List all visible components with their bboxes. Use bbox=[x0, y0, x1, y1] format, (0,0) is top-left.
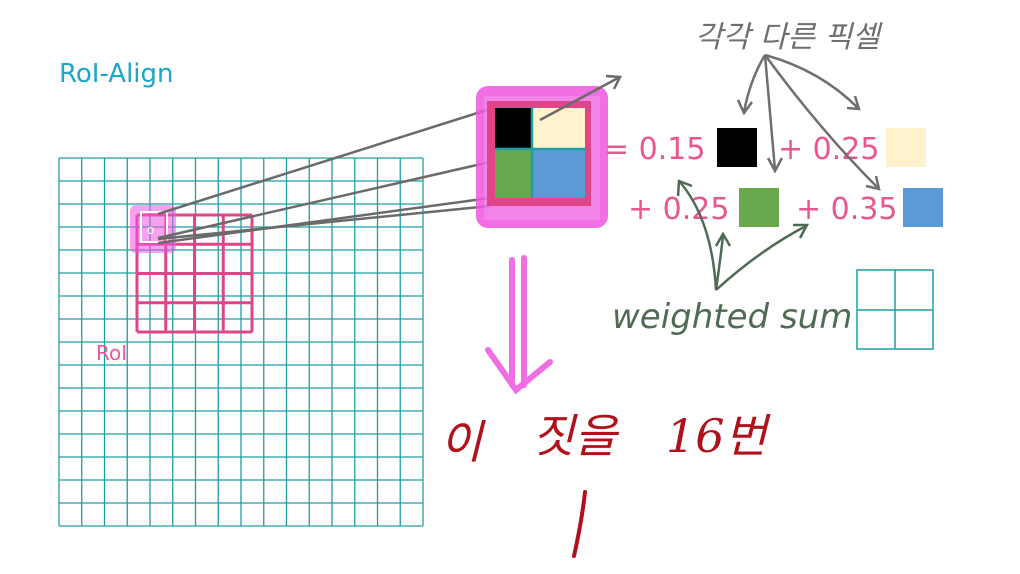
swatch-cream bbox=[886, 128, 926, 167]
output-bin-grid bbox=[856, 269, 934, 350]
note-this: 이 bbox=[440, 415, 486, 469]
sampled-bin-box bbox=[140, 211, 168, 243]
feature-map-grid bbox=[58, 157, 424, 527]
roi-label: RoI bbox=[96, 341, 127, 365]
pixel-green bbox=[495, 150, 531, 198]
annotation-different-pixels: 각각 다른 픽셀 bbox=[695, 20, 883, 55]
projection-lines bbox=[157, 107, 491, 245]
annotation-arrows bbox=[736, 53, 881, 191]
weighted-sum-arrows bbox=[676, 179, 810, 291]
swatch-black bbox=[717, 128, 757, 167]
equation-term-4: + 0.35 bbox=[796, 192, 897, 227]
zoom-arrow bbox=[539, 74, 622, 122]
note-stroke bbox=[572, 490, 587, 558]
down-arrow bbox=[485, 255, 553, 395]
equation-term-1: = 0.15 bbox=[604, 132, 705, 167]
weighted-sum-label: weighted sum bbox=[612, 297, 852, 337]
zoomed-pixels bbox=[487, 101, 591, 206]
pixel-black bbox=[495, 108, 531, 148]
sample-point-marker: o bbox=[147, 223, 154, 237]
swatch-green bbox=[739, 188, 779, 227]
pixel-blue bbox=[533, 150, 585, 198]
diagram-title: RoI-Align bbox=[59, 59, 174, 89]
pixel-cream bbox=[533, 108, 585, 148]
note-16-times: 16번 bbox=[666, 409, 772, 463]
swatch-blue bbox=[903, 188, 943, 227]
equation-term-2: + 0.25 bbox=[778, 132, 879, 167]
equation-term-3: + 0.25 bbox=[628, 192, 729, 227]
note-action: 짓을 bbox=[532, 409, 619, 463]
